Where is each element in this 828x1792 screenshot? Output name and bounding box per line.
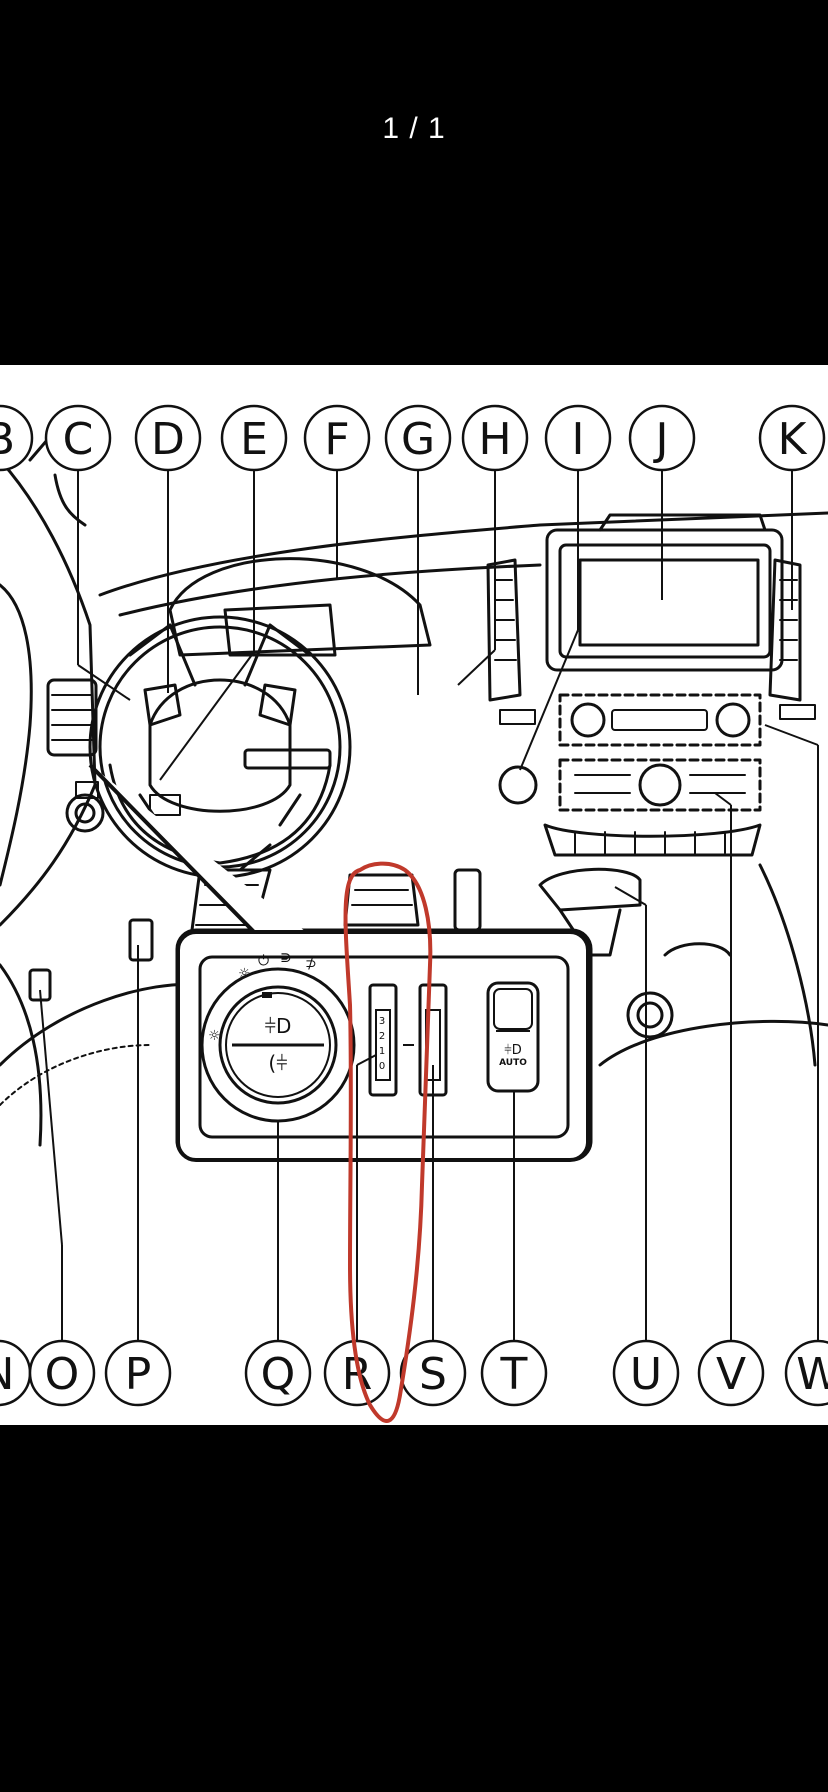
parking-light-icon: ⋑ [280,950,292,966]
callout-top-h: H [478,414,511,465]
svg-text:⫩D: ⫩D [265,1014,292,1038]
callout-top-g: G [401,414,435,465]
callout-bottom-q: Q [261,1349,296,1400]
auto-icon: ⏻ [258,953,269,969]
callout-top-d: D [151,414,185,465]
callout-top-k: K [778,414,808,465]
callout-top-e: E [240,414,268,465]
callout-bottom-w: W [796,1349,828,1400]
auto-button-label: AUTO [499,1058,527,1068]
low-beam-icon: ⊅ [305,956,317,972]
level-scale-3: 3 [379,1016,385,1027]
callout-bottom-s: S [419,1349,447,1400]
svg-text:(⫩: (⫩ [268,1051,287,1075]
callout-top-i: I [572,414,585,465]
callout-bottom-u: U [630,1349,662,1400]
callout-top-b: B [0,414,15,465]
callout-top-c: C [63,414,94,465]
level-scale-2: 2 [379,1031,385,1042]
callout-bottom-v: V [716,1349,746,1400]
headlight-auto-icon: ⫩D [504,1043,521,1058]
level-scale-1: 1 [379,1046,385,1057]
level-scale-0: 0 [379,1061,385,1072]
callout-bottom-n: N [0,1349,14,1400]
callout-top-j: J [653,414,669,465]
callout-top-f: F [324,414,349,465]
sidelight-icon: ☼ [208,1028,221,1044]
light-off-icon: ☼ [238,966,251,982]
callout-bottom-p: P [125,1349,152,1400]
callout-bottom-o: O [45,1349,80,1400]
car-dashboard-diagram[interactable]: ⫩D (⫩ ☼ ⏻ ⋑ ⊅ ☼ 3 2 1 0 AUTO ⫩D [0,365,828,1425]
page-counter: 1 / 1 [382,112,446,145]
callout-bottom-t: T [500,1349,528,1400]
red-annotation-circle [343,861,433,1423]
